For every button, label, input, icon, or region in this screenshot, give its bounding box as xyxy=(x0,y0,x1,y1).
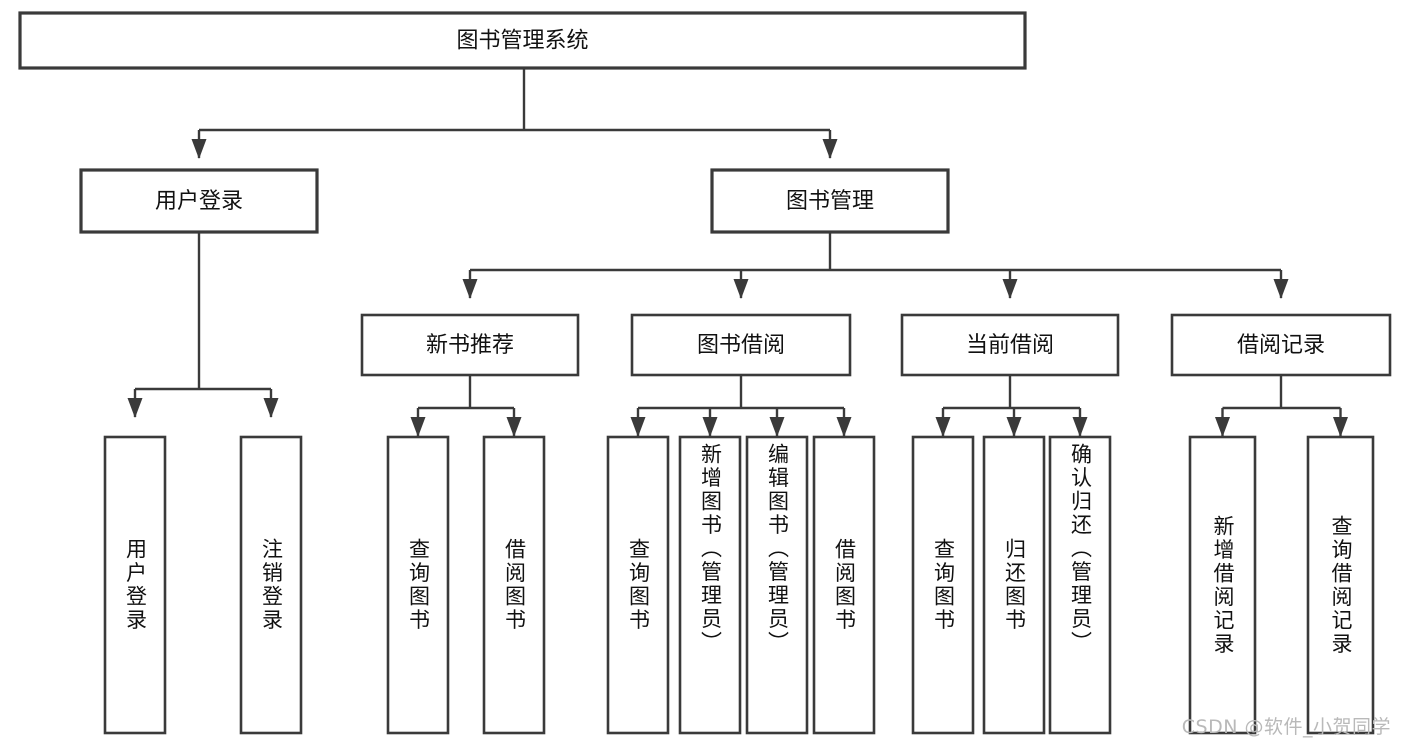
arrow-head-icon-root-0 xyxy=(191,139,207,159)
node-box-leaf-query-book-3[interactable] xyxy=(911,435,975,735)
node-label-user-login: 用户登录 xyxy=(155,189,243,214)
node-box-leaf-add-record[interactable] xyxy=(1188,435,1257,735)
arrow-head-icon-book-borrow-1 xyxy=(702,417,718,437)
node-box-borrow-record[interactable] xyxy=(1170,313,1392,377)
node-box-leaf-logout[interactable] xyxy=(239,435,303,735)
arrow-head-icon-book-borrow-0 xyxy=(630,417,646,437)
watermark-text: CSDN @软件_小贺同学 xyxy=(1181,716,1391,738)
node-label-book-manage: 图书管理 xyxy=(786,189,874,214)
arrow-head-icon-book-borrow-3 xyxy=(836,417,852,437)
node-box-leaf-query-book-1[interactable] xyxy=(386,435,450,735)
node-box-user-login[interactable] xyxy=(79,168,319,234)
arrow-head-icon-bookmanage-1 xyxy=(733,279,749,299)
node-label-borrow-record: 借阅记录 xyxy=(1237,333,1325,358)
node-box-leaf-query-record[interactable] xyxy=(1306,435,1375,735)
arrow-head-icon-current-borrow-0 xyxy=(935,417,951,437)
arrow-head-icon-borrow-record-0 xyxy=(1215,417,1230,437)
node-box-leaf-edit-book[interactable] xyxy=(745,435,809,735)
arrow-head-icon-userlogin-0 xyxy=(127,398,143,418)
connector-layer xyxy=(127,68,1348,437)
arrow-head-icon-bookmanage-0 xyxy=(462,279,478,299)
node-box-leaf-confirm-return[interactable] xyxy=(1048,435,1112,735)
node-box-layer xyxy=(18,11,1392,735)
arrow-head-icon-new-book-rec-0 xyxy=(410,417,426,437)
node-box-root[interactable] xyxy=(18,11,1027,70)
node-box-new-book-rec[interactable] xyxy=(360,313,580,377)
arrow-head-icon-new-book-rec-1 xyxy=(506,417,522,437)
arrow-head-icon-userlogin-1 xyxy=(263,398,279,418)
node-box-book-manage[interactable] xyxy=(710,168,950,234)
arrow-head-icon-borrow-record-1 xyxy=(1333,417,1348,437)
node-box-leaf-user-login[interactable] xyxy=(103,435,167,735)
node-box-leaf-query-book-2[interactable] xyxy=(606,435,670,735)
arrow-head-icon-current-borrow-1 xyxy=(1006,417,1022,437)
node-box-book-borrow[interactable] xyxy=(630,313,852,377)
node-label-root: 图书管理系统 xyxy=(456,29,588,54)
arrow-head-icon-book-borrow-2 xyxy=(769,417,785,437)
arrow-head-icon-bookmanage-2 xyxy=(1002,279,1018,299)
node-box-leaf-return-book[interactable] xyxy=(982,435,1046,735)
node-label-book-borrow: 图书借阅 xyxy=(697,333,785,358)
arrow-head-icon-root-1 xyxy=(822,139,838,159)
node-label-current-borrow: 当前借阅 xyxy=(966,333,1054,358)
arrow-head-icon-current-borrow-2 xyxy=(1072,417,1088,437)
node-label-new-book-rec: 新书推荐 xyxy=(426,333,514,358)
node-box-leaf-borrow-book-2[interactable] xyxy=(812,435,876,735)
node-box-current-borrow[interactable] xyxy=(900,313,1120,377)
node-box-leaf-borrow-book-1[interactable] xyxy=(482,435,546,735)
arrow-head-icon-bookmanage-3 xyxy=(1273,279,1289,299)
node-box-leaf-add-book[interactable] xyxy=(678,435,742,735)
